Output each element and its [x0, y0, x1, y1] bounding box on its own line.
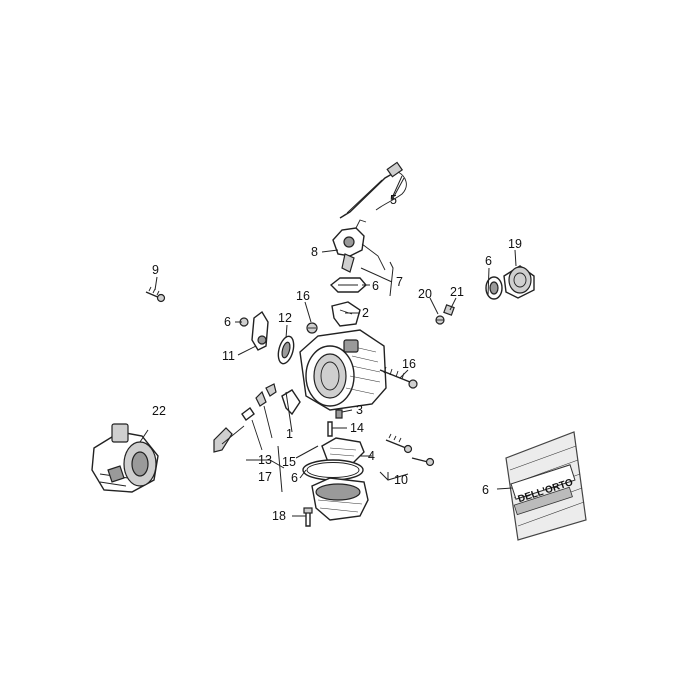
- callout-17: 17: [258, 470, 272, 484]
- callout-16-top: 16: [296, 289, 310, 303]
- part-screws-10: [385, 433, 435, 467]
- callout-labels: 5 8 7 6 6 19 9 20 21 6 11 12 16 2 16 3 1…: [152, 193, 522, 523]
- callout-15: 15: [282, 455, 296, 469]
- part-cover-assembly: [332, 219, 386, 273]
- callout-3: 3: [356, 403, 363, 417]
- callout-22: 22: [152, 404, 166, 418]
- callout-5: 5: [390, 193, 397, 207]
- callout-11: 11: [222, 349, 235, 363]
- callout-6-lever: 6: [224, 315, 231, 329]
- callout-1: 1: [286, 427, 293, 441]
- callout-8: 8: [311, 245, 318, 259]
- part-jet: [335, 409, 343, 419]
- callout-13: 13: [258, 453, 272, 467]
- callout-21: 21: [450, 285, 464, 299]
- callout-2: 2: [362, 306, 369, 320]
- callout-6-gasket: 6: [372, 279, 379, 293]
- callout-6-kit: 6: [482, 483, 489, 497]
- part-drain-screw: [303, 507, 313, 527]
- callout-14: 14: [350, 421, 364, 435]
- part-bearing: [485, 276, 503, 300]
- callout-12: 12: [278, 311, 292, 325]
- part-small-screw: [306, 322, 318, 334]
- callout-19: 19: [508, 237, 522, 251]
- callout-9: 9: [152, 263, 159, 277]
- part-bush: [503, 265, 535, 299]
- part-fuel-pipe: [339, 161, 407, 219]
- callout-18: 18: [272, 509, 286, 523]
- part-disc: [277, 335, 295, 365]
- callout-10: 10: [394, 473, 408, 487]
- callout-6-bearing: 6: [485, 254, 492, 268]
- part-oring: [302, 459, 364, 481]
- part-complete-carburetor: [91, 423, 159, 493]
- part-needle-group: [213, 383, 301, 453]
- part-repair-kit-bag: DELL'ORTO: [505, 431, 587, 541]
- leader-lines: [139, 175, 517, 517]
- part-idle-screw: [379, 366, 418, 389]
- callout-20: 20: [418, 287, 432, 301]
- part-float-bowl: [311, 477, 369, 521]
- part-carburetor-body: [299, 329, 387, 411]
- callout-6-oring: 6: [291, 471, 298, 485]
- callout-4: 4: [368, 449, 375, 463]
- part-plate: [331, 301, 361, 327]
- callout-7: 7: [396, 275, 403, 289]
- part-cover-gasket: [329, 277, 367, 293]
- part-lever: [239, 310, 269, 351]
- callout-16-right: 16: [402, 357, 416, 371]
- part-pin: [327, 421, 333, 437]
